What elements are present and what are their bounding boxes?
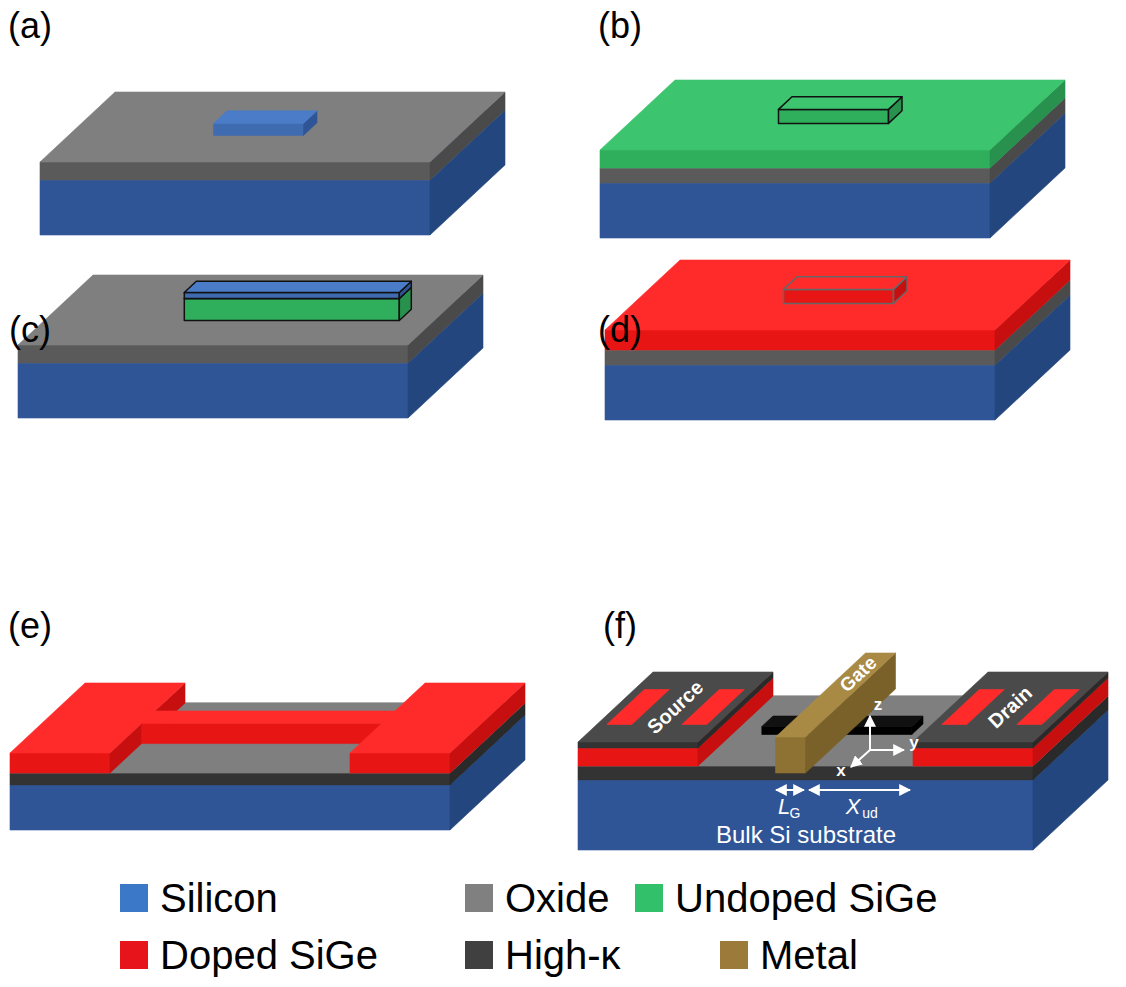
legend-text: Doped SiGe — [160, 935, 378, 975]
layer-face — [184, 293, 399, 299]
substrate-label: Bulk Si substrate — [716, 823, 896, 847]
layer-face — [10, 773, 450, 785]
y-axis — [870, 749, 904, 751]
axis-label: z — [874, 696, 883, 713]
layer-face — [776, 737, 806, 773]
layer-face — [578, 780, 1033, 850]
layer-face — [605, 330, 995, 350]
dimension-subscript: ud — [862, 806, 878, 820]
layer-face — [600, 80, 1065, 150]
layer-face — [913, 672, 1108, 742]
layer-face — [10, 785, 450, 830]
layer-face — [214, 111, 318, 124]
layer-face — [600, 168, 990, 183]
legend-text: Undoped SiGe — [675, 878, 937, 918]
layer-face — [578, 748, 698, 766]
axis-label: x — [836, 762, 845, 779]
layer-face — [40, 92, 505, 162]
layer-face — [779, 109, 889, 123]
panel-letter: (e) — [8, 608, 52, 644]
legend-swatch — [120, 941, 148, 969]
layer-face — [605, 350, 995, 365]
lg-dimension-arrow — [776, 789, 804, 791]
layer-face — [605, 365, 995, 420]
layer-face — [784, 277, 908, 290]
layer-face — [913, 742, 1033, 748]
layer-face — [605, 260, 1070, 330]
legend-swatch — [465, 884, 493, 912]
layer-face — [913, 748, 1033, 766]
legend-text: High-κ — [505, 935, 621, 975]
panel-letter: (c) — [9, 312, 51, 348]
layer-face — [184, 299, 399, 321]
layer-face — [184, 281, 411, 292]
layer-face — [18, 363, 408, 418]
layer-face — [578, 672, 773, 742]
x-axis — [851, 750, 870, 767]
layer-face — [142, 711, 396, 724]
layer-face — [784, 289, 894, 303]
layer-face — [600, 150, 990, 168]
layer-face — [600, 183, 990, 238]
z-axis — [869, 716, 871, 750]
layer-face — [779, 97, 903, 110]
dimension-label: X — [846, 796, 861, 818]
panel-letter: (a) — [8, 8, 52, 44]
layer-face — [40, 180, 430, 235]
legend-swatch — [720, 941, 748, 969]
layer-face — [18, 275, 483, 345]
panel-letter: (b) — [598, 8, 642, 44]
layer-face — [776, 653, 896, 737]
xud-dimension-arrow — [809, 789, 910, 791]
dimension-label: L — [778, 796, 790, 818]
layer-face — [350, 683, 525, 753]
layer-face — [578, 742, 698, 748]
layer-face — [350, 753, 450, 773]
legend-swatch — [635, 884, 663, 912]
layer-face — [40, 162, 430, 180]
layer-face — [214, 123, 304, 135]
panel-letter: (d) — [598, 312, 642, 348]
layer-face — [142, 724, 382, 744]
legend-swatch — [465, 941, 493, 969]
panel-letter: (f) — [603, 608, 637, 644]
layer-face — [18, 345, 408, 363]
legend-text: Metal — [760, 935, 858, 975]
axis-label: y — [909, 734, 918, 751]
legend-swatch — [120, 884, 148, 912]
dimension-subscript: G — [790, 806, 801, 820]
legend-text: Silicon — [160, 878, 278, 918]
layer-face — [10, 753, 110, 773]
legend-text: Oxide — [505, 878, 610, 918]
